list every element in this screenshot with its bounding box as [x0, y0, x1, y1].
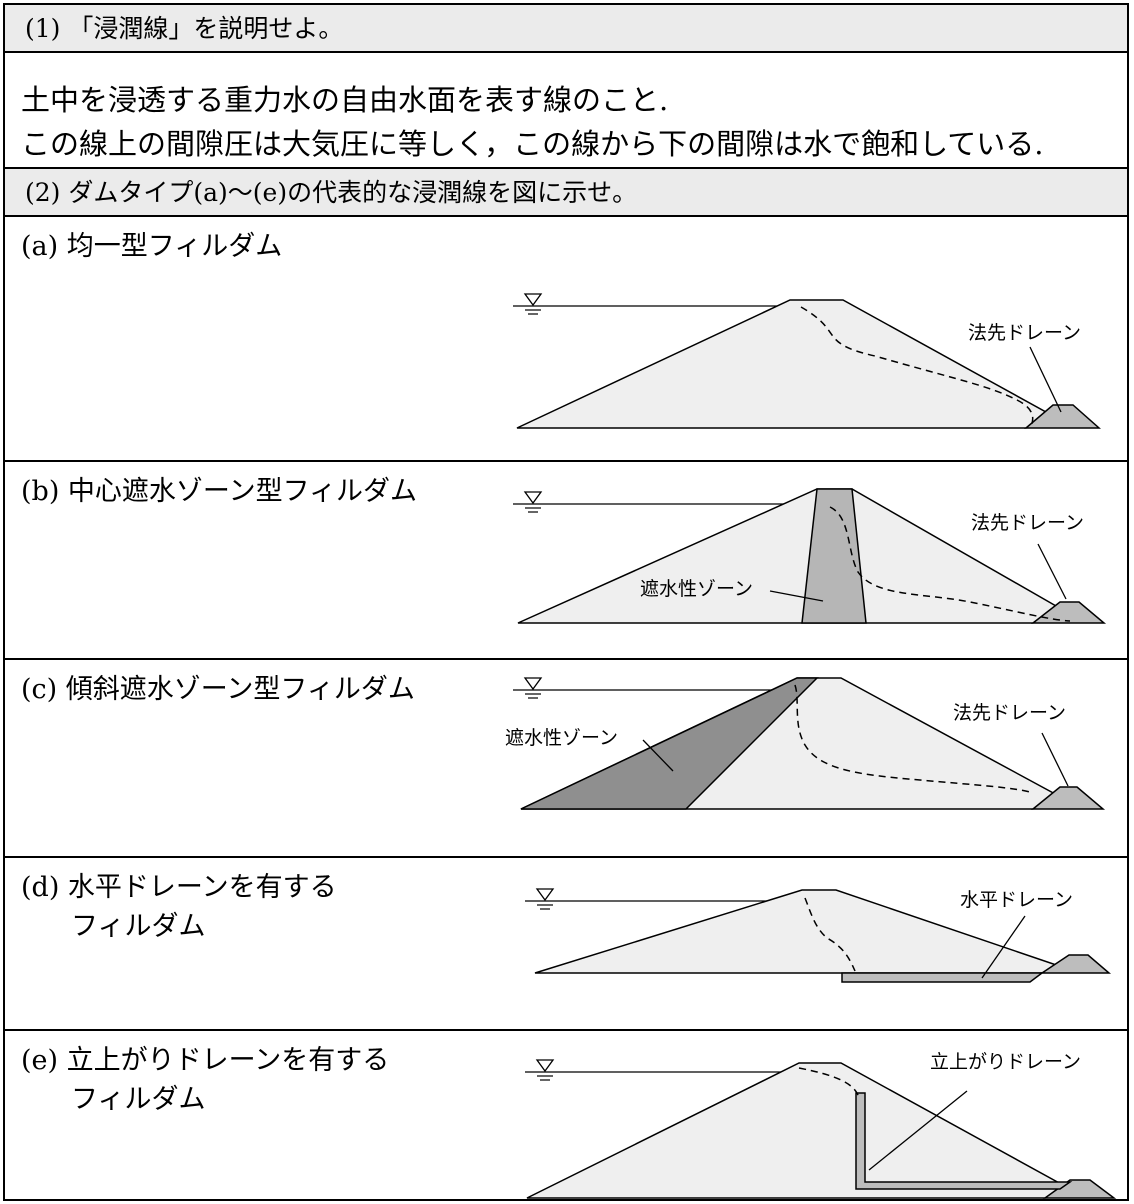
horizontal-drain: [841, 972, 1045, 983]
dam-type-label-d: (d) 水平ドレーンを有するフィルダム: [21, 872, 337, 943]
toe-drain: [1030, 786, 1106, 810]
core-zone-label: 遮水性ゾーン: [640, 578, 753, 600]
phreatic-line: [800, 306, 1034, 427]
dam-row-e: (e) 立上がりドレーンを有するフィルダム 立上がりドレーン: [5, 1031, 1127, 1203]
dam-row-a: (a) 均一型フィルダム 法先ドレーン: [5, 217, 1127, 462]
sloped-core-zone: [520, 677, 819, 810]
dam-type-label-a: (a) 均一型フィルダム: [21, 231, 283, 262]
toe-drain-label: 法先ドレーン: [953, 702, 1066, 724]
phreatic-line: [798, 1067, 860, 1099]
toe-drain-label: 法先ドレーン: [968, 322, 1081, 344]
leader-line: [1041, 732, 1069, 787]
answer-line-2: この線上の間隙圧は大気圧に等しく，この線から下の間隙は水で飽和している.: [21, 127, 1044, 161]
q1-answer: 土中を浸透する重力水の自由水面を表す線のこと. この線上の間隙圧は大気圧に等しく…: [5, 53, 1127, 169]
toe-drain-label: 法先ドレーン: [971, 512, 1084, 534]
dam-type-label-c: (c) 傾斜遮水ゾーン型フィルダム: [21, 674, 415, 705]
dam-diagram-d: 水平ドレーン: [525, 888, 1112, 983]
toe-drain: [1039, 954, 1112, 974]
dam-type-label-e: (e) 立上がりドレーンを有するフィルダム: [21, 1045, 390, 1116]
dam-type-label-b: (b) 中心遮水ゾーン型フィルダム: [21, 476, 418, 507]
core-zone-label: 遮水性ゾーン: [505, 727, 618, 749]
q2-header: (2) ダムタイプ(a)～(e)の代表的な浸潤線を図に示せ。: [5, 169, 1127, 217]
dam-row-d: (d) 水平ドレーンを有するフィルダム 水平ドレーン: [5, 858, 1127, 1031]
water-level-icon: [513, 293, 790, 315]
dam-row-c: (c) 傾斜遮水ゾーン型フィルダム 法先ドレーン 遮水性ゾーン: [5, 660, 1127, 858]
dam-body: [517, 488, 1065, 624]
toe-drain: [1030, 601, 1107, 624]
leader-line: [1037, 543, 1067, 600]
leader-line: [642, 739, 674, 772]
leader-line: [769, 590, 824, 602]
dam-diagram-a: 法先ドレーン: [513, 293, 1101, 429]
water-level-icon: [513, 491, 823, 513]
answer-line-1: 土中を浸透する重力水の自由水面を表す線のこと.: [21, 83, 669, 117]
phreatic-line: [794, 684, 1031, 793]
horizontal-drain-label: 水平ドレーン: [960, 889, 1073, 911]
q1-header: (1) 「浸潤線」を説明せよ。: [5, 5, 1127, 53]
dam-body: [526, 1062, 1074, 1199]
chimney-drain-label: 立上がりドレーン: [930, 1051, 1081, 1073]
leader-line: [868, 1090, 968, 1171]
dam-diagram-e: 立上がりドレーン: [525, 1051, 1117, 1199]
toe-drain: [1023, 404, 1101, 429]
dam-row-b: (b) 中心遮水ゾーン型フィルダム 法先ドレーン 遮水性ゾーン: [5, 462, 1127, 660]
dam-diagram-b: 法先ドレーン 遮水性ゾーン: [513, 488, 1107, 624]
leader-line: [981, 915, 1026, 979]
water-level-icon: [525, 1059, 801, 1081]
leader-line: [1029, 346, 1062, 413]
dam-diagram-c: 法先ドレーン 遮水性ゾーン: [505, 677, 1106, 810]
question-sheet: (1) 「浸潤線」を説明せよ。 土中を浸透する重力水の自由水面を表す線のこと. …: [3, 3, 1129, 1201]
core-zone: [801, 488, 867, 624]
phreatic-line: [804, 897, 856, 972]
phreatic-line: [829, 506, 1071, 622]
water-level-icon: [525, 888, 801, 910]
chimney-drain: [855, 1092, 1073, 1190]
water-level-icon: [513, 677, 790, 699]
dam-body: [516, 299, 1057, 429]
